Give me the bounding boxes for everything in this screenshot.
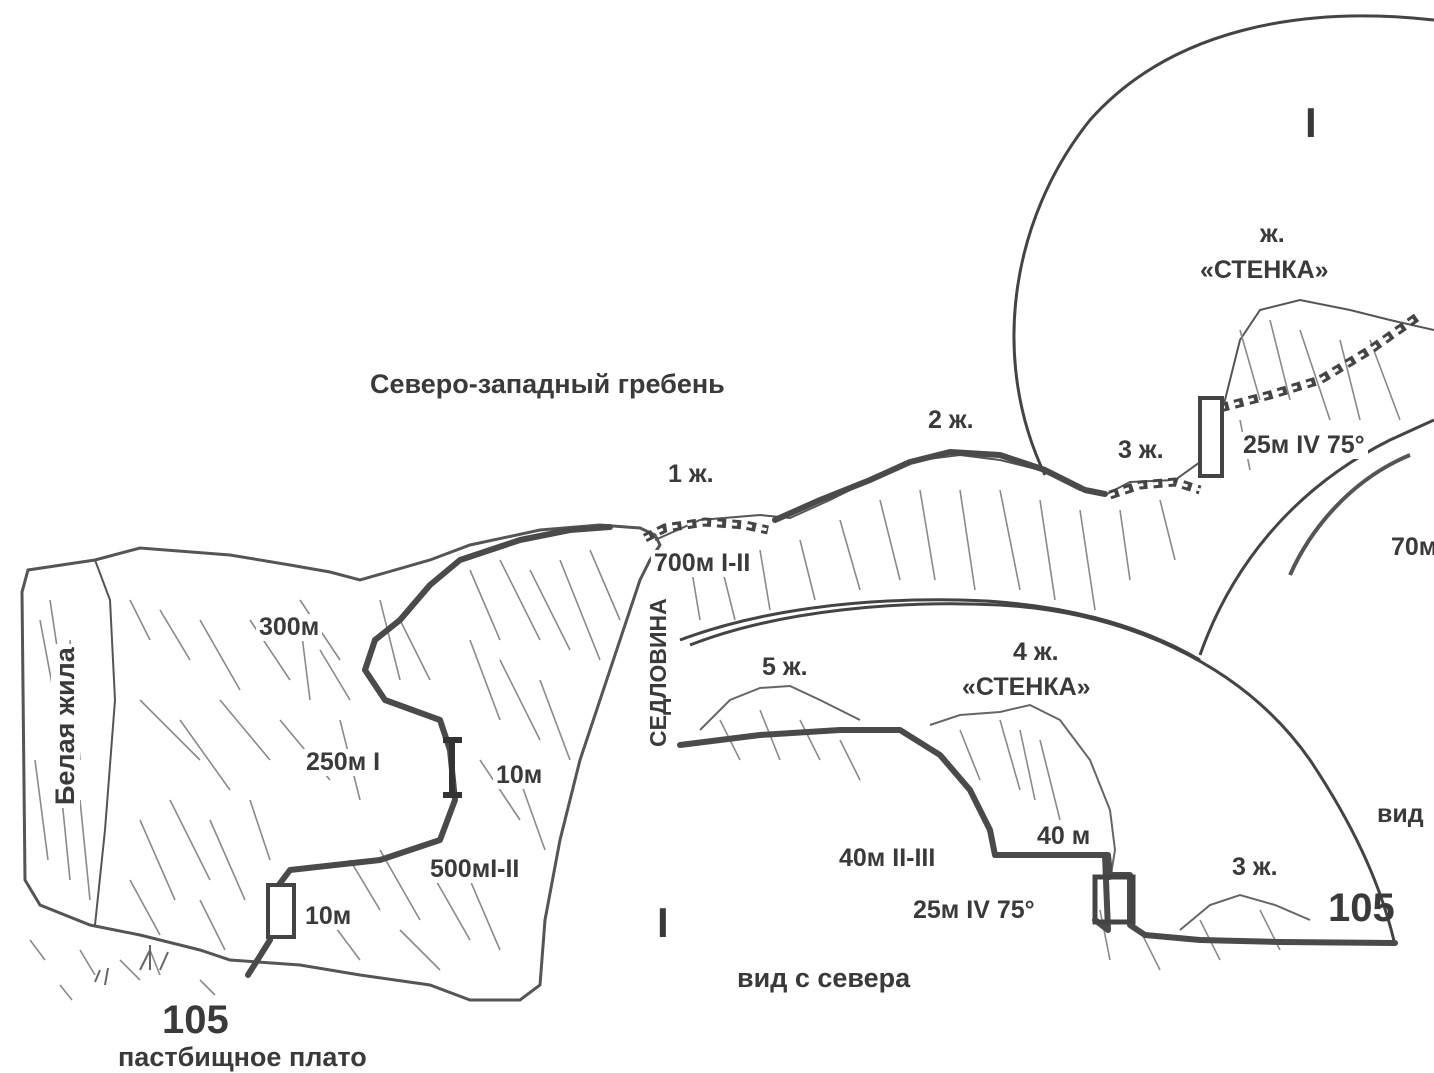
pitch-250m: 250м I (303, 749, 384, 776)
inset-stenka-label: «СТЕНКА» (1200, 256, 1329, 284)
pitch-70m: 70м (1388, 534, 1434, 561)
grass-marks (94, 945, 169, 986)
inset-circle-upper (1012, 14, 1434, 476)
pitch-box-lower (1092, 874, 1136, 925)
lower-section-mark: I (657, 899, 669, 946)
gendarme-4-name: «СТЕНКА» (962, 673, 1091, 701)
inset-gendarme-label: ж. (1260, 220, 1285, 248)
gendarme-3-upper-label: 3 ж. (1118, 436, 1164, 464)
pitch-25m-lower: 25м IV 75° (910, 897, 1038, 924)
gendarme-2-label: 2 ж. (928, 406, 974, 434)
gendarme-5-label: 5 ж. (762, 653, 808, 681)
pitch-25m-inset: 25м IV 75° (1240, 432, 1368, 459)
pitch-box-inset (1198, 396, 1224, 478)
inset-70-outline (1288, 453, 1411, 576)
white-vein-label: Белая жила (50, 644, 80, 808)
saddle-label: СЕДЛОВИНА (645, 595, 671, 750)
gendarme-1-label: 1 ж. (668, 460, 714, 488)
pitch-500m: 500мI-II (427, 856, 523, 883)
pitch-300m: 300м (256, 614, 323, 641)
view-partial-label: вид (1377, 800, 1424, 828)
start-caption: пастбищное плато (118, 1042, 367, 1072)
pitch-10m-bracket: 10м (493, 762, 546, 789)
pitch-40m-2-3: 40м II-III (836, 845, 939, 872)
ridge-title: Северо-западный гребень (370, 369, 725, 399)
end-number: 105 (1328, 886, 1395, 930)
terrain-sketch (20, 298, 1434, 1002)
lower-view-arc (689, 602, 1397, 946)
pitch-40m: 40 м (1034, 823, 1094, 850)
view-north-label: вид с севера (737, 963, 911, 993)
ridge-dashes (642, 311, 1423, 543)
gendarme-4-label: 4 ж. (1013, 638, 1059, 666)
pitch-10m-start: 10м (302, 903, 355, 930)
pitch-700m: 700м I-II (651, 550, 754, 577)
inset-section-mark: I (1305, 99, 1317, 146)
gendarme-3-lower-label: 3 ж. (1232, 853, 1278, 881)
pitch-box-start (266, 883, 296, 939)
start-number: 105 (162, 998, 229, 1042)
route-line (245, 449, 1398, 978)
bracket-10m (443, 737, 462, 798)
